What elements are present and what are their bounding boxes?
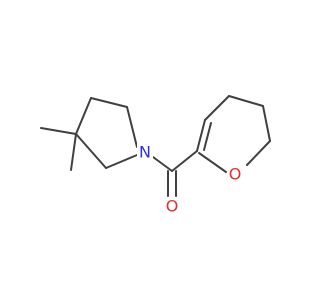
dihydropyran-ring (196, 95, 271, 173)
bond-n-carbonyl-c (152, 156, 173, 172)
pyrrolidine-ring (75, 97, 138, 169)
bond-carbonyl-c-ring-c (171, 150, 198, 172)
ring-oxygen-atom: O (227, 165, 243, 185)
bond-n-c2 (126, 106, 138, 148)
bond-methyl-2 (70, 133, 77, 171)
bond-c4-c3 (228, 95, 264, 107)
carbonyl-oxygen-label-background (164, 197, 180, 217)
ring-oxygen-label: O (229, 165, 242, 184)
carbonyl-oxygen-label: O (166, 197, 179, 216)
ring-oxygen-label-background (227, 165, 243, 185)
bond-c6-c5-double-b (203, 122, 212, 151)
nitrogen-label-background (137, 143, 153, 163)
bond-methyl-1 (40, 127, 77, 135)
carbonyl-oxygen-atom: O (164, 197, 180, 217)
bond-c4-c5 (75, 133, 107, 169)
bond-c3-c4 (75, 97, 92, 135)
molecule-structure-diagram: N O O (40, 95, 271, 217)
bond-c6-c5-double-a (196, 119, 206, 152)
bond-c2-o (246, 140, 271, 166)
bond-c3-c2 (262, 105, 271, 142)
amide-group (152, 150, 198, 197)
dimethyl-groups (40, 127, 77, 171)
bond-c5-n (105, 154, 138, 169)
bond-c5-c4 (204, 95, 230, 121)
bond-c2-c3 (90, 97, 128, 108)
nitrogen-atom: N (137, 143, 153, 163)
nitrogen-label: N (139, 143, 151, 162)
atom-labels: N O O (137, 143, 243, 217)
bond-o-c6 (198, 152, 227, 173)
